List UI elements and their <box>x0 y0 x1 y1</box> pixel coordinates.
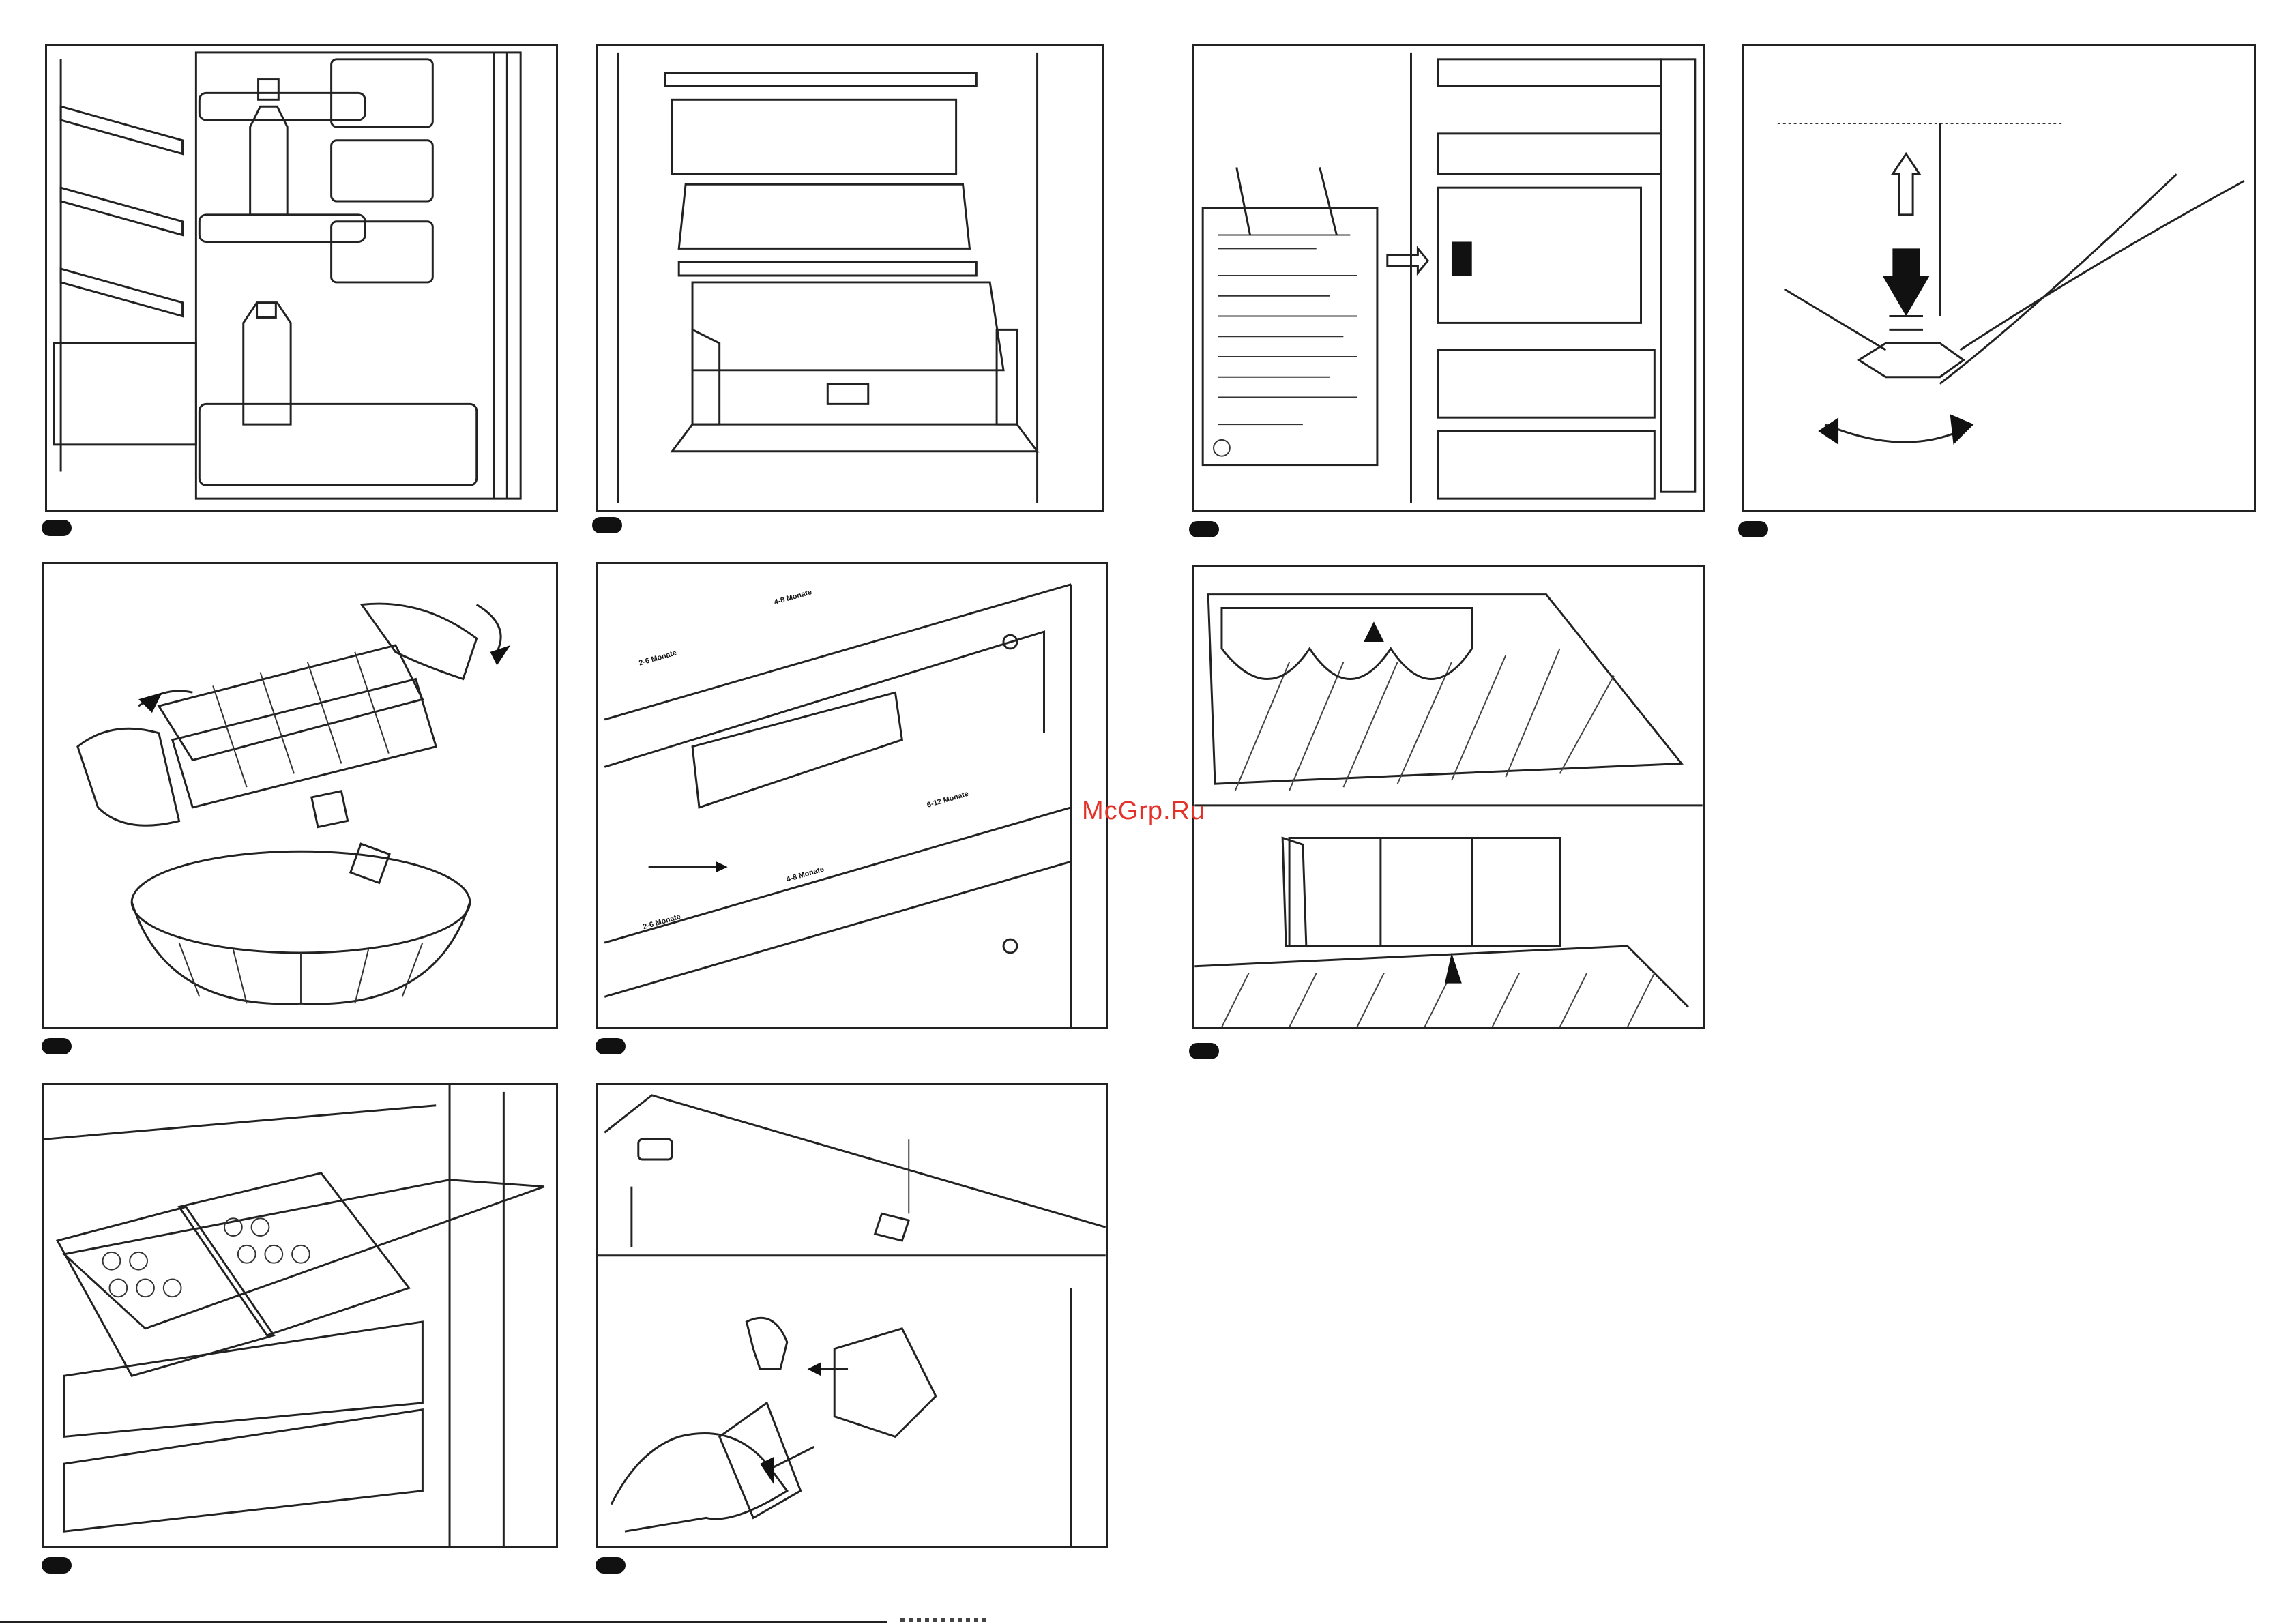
figure-fridge-door-shelves <box>45 44 558 512</box>
figure-rating-plate <box>1192 44 1705 512</box>
figure-number-badge <box>1189 521 1219 537</box>
figure-freezer-accumulator <box>42 1083 558 1548</box>
figure-freezer-drawer-labels: 2-6 Monate 4-8 Monate 6-12 Monate 2-6 Mo… <box>596 562 1108 1029</box>
freezer-shelf-illustration <box>598 46 1102 510</box>
figure-bottle-rack <box>1192 565 1705 1029</box>
figure-number-badge <box>42 1557 72 1574</box>
ice-tray-illustration <box>44 564 556 1027</box>
bottle-rack-illustration <box>1194 567 1703 1027</box>
figure-number-badge <box>596 1557 626 1574</box>
figure-ice-cube-tray <box>42 562 558 1029</box>
figure-number-badge <box>596 1038 626 1054</box>
figure-lamp-replacement <box>596 1083 1108 1548</box>
figure-number-badge <box>592 517 622 533</box>
drawer-label-lower-left: 2-6 Monate <box>642 913 681 931</box>
page-bottom-rule <box>0 1621 887 1623</box>
watermark: McGrp.Ru <box>1082 797 1205 826</box>
drawer-label-upper-right: 4-8 Monate <box>774 588 813 606</box>
lamp-replacement-illustration <box>598 1085 1106 1546</box>
drawer-label-middle-right: 6-12 Monate <box>926 790 970 810</box>
rating-plate-illustration <box>1194 46 1703 510</box>
figure-number-badge <box>42 1038 72 1054</box>
page-bottom-marks <box>900 1618 989 1622</box>
figure-freezer-shelf <box>596 44 1104 512</box>
figure-adjustable-foot <box>1742 44 2256 512</box>
drawer-label-upper-left: 2-6 Monate <box>638 649 677 667</box>
freezer-accumulator-illustration <box>44 1085 556 1546</box>
figure-number-badge <box>42 520 72 536</box>
freezer-drawer-illustration: 2-6 Monate 4-8 Monate 6-12 Monate 2-6 Mo… <box>598 564 1106 1027</box>
adjustable-foot-illustration <box>1744 46 2254 510</box>
figure-number-badge <box>1738 521 1768 537</box>
fridge-door-illustration <box>47 46 556 510</box>
figure-number-badge <box>1189 1043 1219 1059</box>
